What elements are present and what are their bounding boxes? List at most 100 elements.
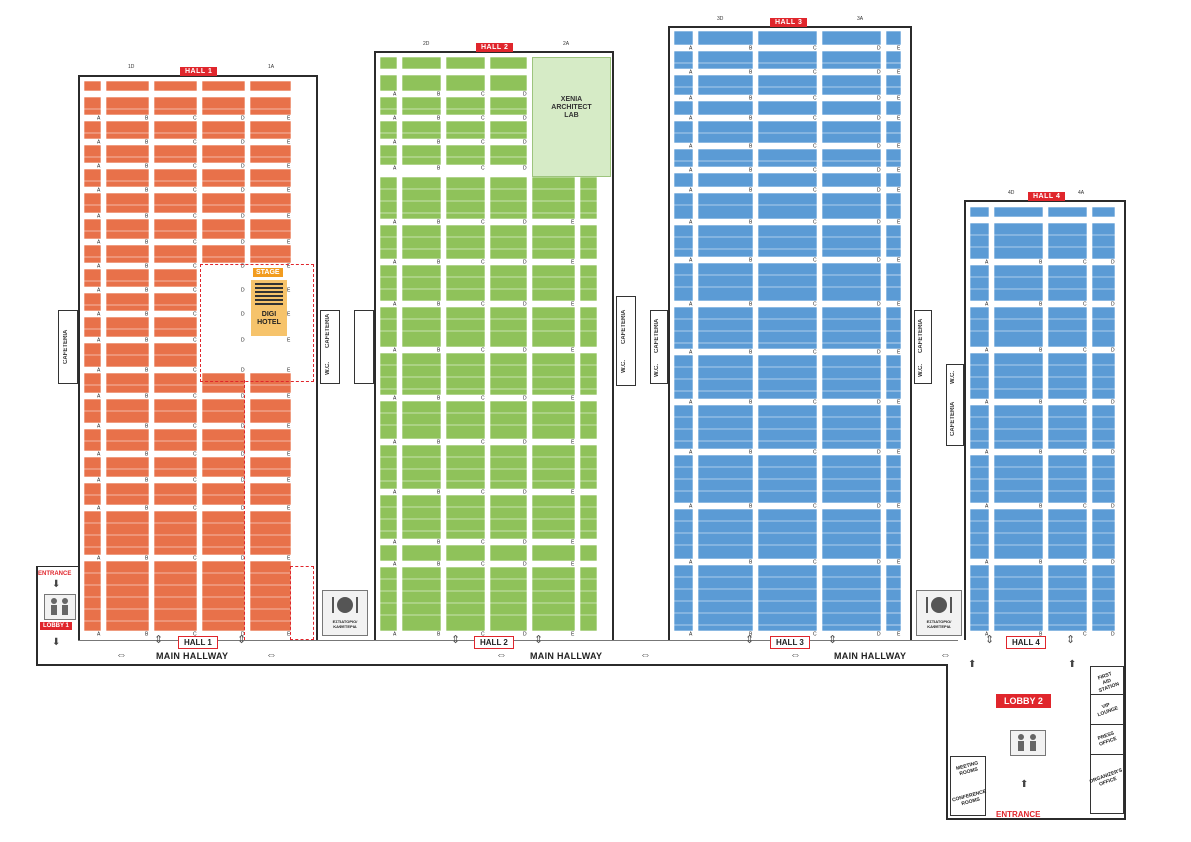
booth-block [885,354,902,400]
aisle-letter: A [985,504,989,510]
aisle-letter: A [985,400,989,406]
aisle-letter: B [749,220,753,226]
wc-label: W.C. [621,360,627,374]
aisle-letter: C [481,220,485,226]
aisle-letter: B [145,140,149,146]
aisle-letter: C [193,240,197,246]
booth-block [757,262,818,302]
up-arrow-icon: ⬆ [968,659,977,670]
aisle-letter: E [897,220,901,226]
aisle-letter: A [393,220,397,226]
booth-block [83,144,102,164]
aisle-letter: A [97,424,101,430]
aisle-letter: B [145,632,149,638]
aisle-letter: B [437,116,441,122]
aisle-letter: D [877,632,881,638]
aisle-letter: E [287,164,291,170]
aisle-letter: A [393,632,397,638]
booth-block [531,566,576,632]
booth-block [83,80,102,92]
aisle-letter: D [241,556,245,562]
aisle-letter: E [287,632,291,638]
booth-block [673,306,694,350]
aisle-letter: E [897,116,901,122]
updown-arrow-icon: ⇕ [985,634,995,646]
aisle-letter: C [813,168,817,174]
booth-block [821,306,882,350]
booth-block [445,176,486,220]
aisle-letter: D [241,240,245,246]
aisle-letter: B [437,440,441,446]
booth-block [579,224,598,260]
booth-block [83,192,102,214]
aisle-letter: C [193,264,197,270]
booth-block [401,306,442,348]
aisle-letter: E [571,396,575,402]
hall3-gate-right: 3A [857,16,864,22]
booth-block [379,400,398,440]
booth-block [993,206,1044,218]
lobby2-entrance-label: ENTRANCE [996,810,1041,819]
booth-block [757,192,818,220]
aisle-letter: A [97,240,101,246]
booth-block [489,264,528,302]
lobby2-bottom-wall [946,818,1126,820]
aisle-letter: A [97,452,101,458]
booth-block [105,510,150,556]
aisle-letter: C [481,490,485,496]
booth-block [489,56,528,70]
booth-block [489,120,528,140]
booth-block [153,268,198,288]
booth-block [579,264,598,302]
booth-block [201,218,246,240]
booth-block [83,168,102,188]
aisle-letter: E [897,96,901,102]
aisle-letter: B [1039,348,1043,354]
aisle-letter: A [393,562,397,568]
aisle-letter: B [145,556,149,562]
booth-block [83,372,102,394]
aisle-letter: E [287,240,291,246]
hallway-top-line [78,640,958,641]
aisle-letter: E [897,70,901,76]
cafeteria-label: CAFETERIA [918,318,924,353]
aisle-letter: E [287,506,291,512]
booth-block [201,168,246,188]
aisle-letter: C [193,556,197,562]
aisle-letter: D [523,140,527,146]
up-arrow-icon: ⬆ [1020,779,1029,790]
hall2-left-wall [374,51,376,640]
booth-block [757,30,818,46]
booth-block [105,268,150,288]
aisle-letter: C [193,214,197,220]
aisle-letter: E [897,504,901,510]
booth-block [153,96,198,116]
aisle-letter: A [689,450,693,456]
booth-block [673,224,694,258]
aisle-letter: E [571,302,575,308]
aisle-letter: A [689,46,693,52]
aisle-letter: C [481,540,485,546]
aisle-letter: B [437,220,441,226]
aisle-letter: D [877,70,881,76]
booth-block [445,566,486,632]
booth-block [1091,306,1116,348]
booth-block [697,262,754,302]
booth-block [379,444,398,490]
cafeteria-label: CAFETERIA [654,318,660,353]
updown-arrow-icon: ⇕ [237,634,247,646]
aisle-letter: E [287,368,291,374]
aisle-letter: D [1111,260,1115,266]
booth-block [401,120,442,140]
aisle-letter: B [749,168,753,174]
aisle-letter: B [145,368,149,374]
booth-block [249,482,292,506]
booth-block [201,80,246,92]
aisle-letter: A [97,288,101,294]
booth-block [579,352,598,396]
booth-block [1091,508,1116,560]
booth-block [153,560,198,632]
aisle-letter: D [241,338,245,344]
aisle-letter: C [193,312,197,318]
aisle-letter: E [571,632,575,638]
